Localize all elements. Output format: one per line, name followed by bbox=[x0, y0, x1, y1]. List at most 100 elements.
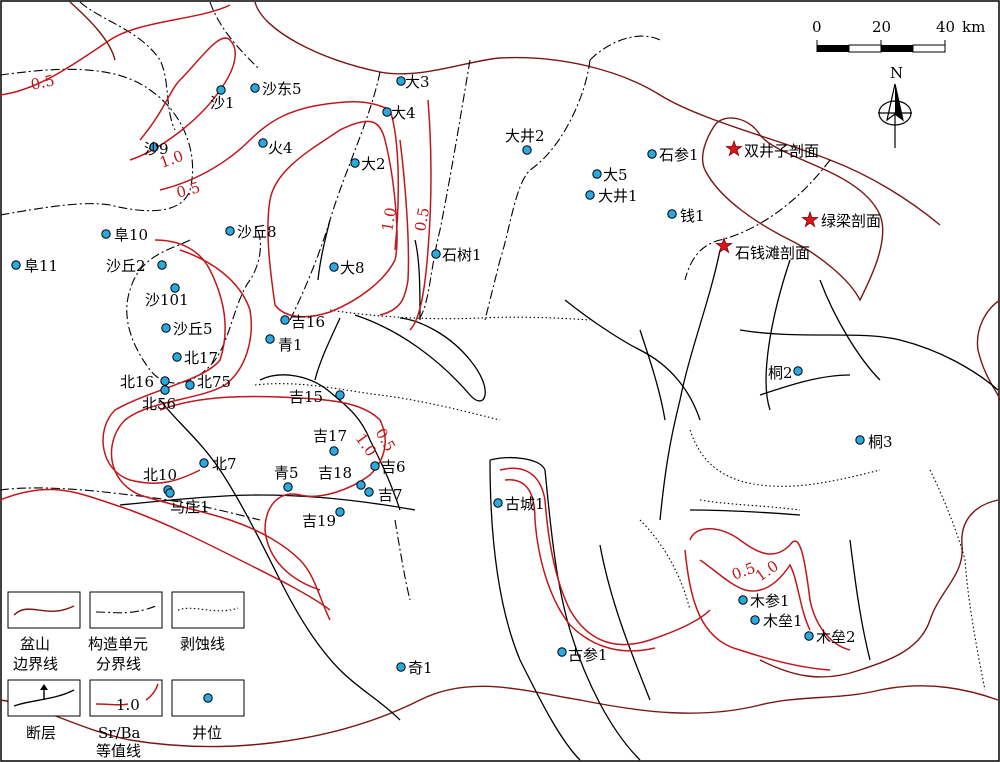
unit-boundaries bbox=[0, 1, 831, 601]
well-marker[interactable] bbox=[157, 260, 167, 270]
well-marker[interactable] bbox=[172, 352, 182, 362]
legend-isoline-value: 1.0 bbox=[116, 696, 140, 714]
well-marker[interactable] bbox=[280, 315, 290, 325]
well-label: 奇1 bbox=[408, 659, 433, 677]
well-marker[interactable] bbox=[199, 458, 209, 468]
section-label: 双井子剖面 bbox=[744, 142, 819, 160]
scale-segment bbox=[817, 45, 849, 52]
well-marker[interactable] bbox=[364, 487, 374, 497]
well-marker[interactable] bbox=[101, 229, 111, 239]
fault-12 bbox=[739, 329, 999, 391]
well-marker[interactable] bbox=[585, 190, 595, 200]
erosion-line-4 bbox=[699, 499, 801, 511]
well-marker[interactable] bbox=[185, 380, 195, 390]
well-marker[interactable] bbox=[161, 323, 171, 333]
basin-boundary-north bbox=[254, 1, 941, 226]
well-marker[interactable] bbox=[396, 662, 406, 672]
section-label: 石钱滩剖面 bbox=[735, 244, 810, 262]
well-marker[interactable] bbox=[804, 631, 814, 641]
legend-label: 边界线 bbox=[13, 655, 58, 673]
erosion-lines bbox=[254, 309, 986, 691]
contour-1-0-central bbox=[379, 139, 410, 316]
well-marker[interactable] bbox=[396, 76, 406, 86]
well-marker[interactable] bbox=[335, 390, 345, 400]
scale-unit: km bbox=[962, 18, 985, 36]
contour-label: 1.0 bbox=[378, 206, 400, 233]
well-label: 木垒1 bbox=[763, 612, 803, 630]
wells-layer: 沙1 沙东5 大3 大4 沙9 火4 大2 大井2 石参1 大5 大井1 钱1 … bbox=[11, 73, 893, 677]
contour-gucheng-inner bbox=[504, 479, 656, 652]
well-marker[interactable] bbox=[283, 482, 293, 492]
well-marker[interactable] bbox=[329, 262, 339, 272]
legend-label: 井位 bbox=[192, 724, 222, 742]
contour-mulei-outer bbox=[684, 549, 831, 671]
well-marker[interactable] bbox=[522, 145, 532, 155]
fault-14 bbox=[689, 509, 801, 516]
well-marker[interactable] bbox=[170, 283, 180, 293]
well-marker[interactable] bbox=[370, 461, 380, 471]
well-label: 石树1 bbox=[442, 246, 482, 264]
well-label: 阜10 bbox=[114, 226, 148, 244]
well-label: 沙丘2 bbox=[106, 257, 146, 275]
contour-0-5-central bbox=[409, 99, 432, 331]
contour-label: 0.5 bbox=[29, 71, 56, 94]
well-label: 木参1 bbox=[750, 592, 790, 610]
legend-erosion-swatch bbox=[177, 607, 239, 612]
well-marker[interactable] bbox=[258, 138, 268, 148]
well-marker[interactable] bbox=[160, 385, 170, 395]
well-marker[interactable] bbox=[265, 334, 275, 344]
well-marker[interactable] bbox=[335, 507, 345, 517]
well-marker[interactable] bbox=[250, 83, 260, 93]
legend-label: 剥蚀线 bbox=[180, 635, 225, 653]
basin-boundary-east bbox=[976, 299, 1000, 401]
scale-segment bbox=[912, 44, 946, 53]
well-marker[interactable] bbox=[160, 376, 170, 386]
well-marker[interactable] bbox=[738, 595, 748, 605]
scale-tick-label: 40 bbox=[936, 18, 955, 36]
well-label: 沙1 bbox=[210, 94, 235, 112]
well-marker[interactable] bbox=[11, 260, 21, 270]
well-label: 北10 bbox=[143, 466, 177, 484]
well-marker[interactable] bbox=[493, 498, 503, 508]
well-marker[interactable] bbox=[750, 615, 760, 625]
well-marker[interactable] bbox=[382, 107, 392, 117]
well-label: 大4 bbox=[391, 104, 416, 122]
section-label: 绿梁剖面 bbox=[821, 212, 881, 230]
fault-17 bbox=[765, 259, 791, 411]
basin-boundary-north-dome bbox=[701, 117, 884, 302]
well-marker[interactable] bbox=[149, 142, 159, 152]
fault-6 bbox=[119, 494, 416, 511]
well-marker[interactable] bbox=[592, 169, 602, 179]
well-marker[interactable] bbox=[216, 85, 226, 95]
well-marker[interactable] bbox=[855, 435, 865, 445]
well-label: 大2 bbox=[361, 155, 386, 173]
well-marker[interactable] bbox=[667, 209, 677, 219]
well-label: 吉18 bbox=[318, 464, 352, 482]
well-marker[interactable] bbox=[350, 158, 360, 168]
legend-label: 分界线 bbox=[96, 655, 141, 673]
legend-box bbox=[7, 591, 81, 629]
well-marker[interactable] bbox=[647, 149, 657, 159]
well-marker[interactable] bbox=[225, 226, 235, 236]
unit-boundary-2 bbox=[79, 1, 176, 131]
well-label: 沙101 bbox=[145, 291, 189, 309]
unit-boundary-7 bbox=[0, 487, 261, 521]
unit-boundary-8 bbox=[684, 159, 831, 281]
contour-central-loop bbox=[267, 120, 398, 318]
well-label: 青1 bbox=[278, 336, 303, 354]
well-marker[interactable] bbox=[165, 488, 175, 498]
well-marker[interactable] bbox=[329, 446, 339, 456]
contour-label: 0.5 bbox=[411, 206, 433, 233]
well-marker[interactable] bbox=[356, 480, 366, 490]
basin-boundary-southeast bbox=[759, 499, 999, 678]
well-marker[interactable] bbox=[793, 366, 803, 376]
well-marker[interactable] bbox=[557, 647, 567, 657]
fault-11 bbox=[659, 249, 721, 521]
well-marker[interactable] bbox=[431, 249, 441, 259]
well-label: 桐2 bbox=[768, 364, 793, 382]
legend: 盆山 边界线 构造单元 分界线 剥蚀线 断层 1.0 Sr/Ba 等值线 井位 bbox=[7, 591, 245, 760]
fault-3 bbox=[414, 239, 421, 321]
